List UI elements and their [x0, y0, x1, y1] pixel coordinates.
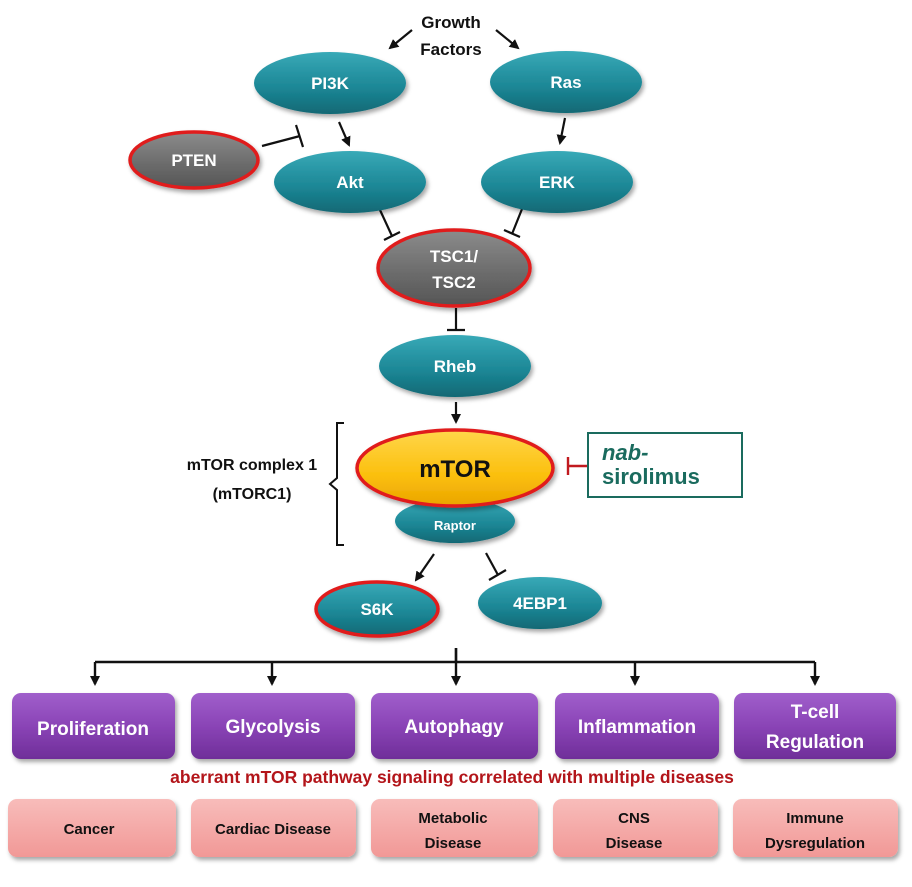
- arrow-ras-to-erk: [556, 117, 567, 145]
- drug-box: nab- sirolimus: [587, 432, 743, 498]
- drug-name: sirolimus: [602, 464, 700, 489]
- drug-prefix: nab-: [602, 440, 648, 465]
- mtorc1-bracket: [328, 422, 344, 546]
- inhibit-mtor-4ebp1: [485, 552, 507, 581]
- disease-label-metabolic-line-1: Metabolic: [418, 810, 487, 827]
- node-erk: [481, 151, 633, 213]
- node-pten-label: PTEN: [171, 151, 216, 170]
- process-label-t-cell-line-2: Regulation: [766, 732, 864, 753]
- growth-factors-line-1: Growth: [421, 13, 481, 32]
- disease-label-immune-line-1: Immune: [786, 810, 844, 827]
- inhibit-drug-mtor: [566, 457, 588, 475]
- diseases-caption: aberrant mTOR pathway signaling correlat…: [170, 767, 734, 787]
- arrow-mtor-to-s6k: [414, 553, 435, 582]
- node-mtor: [355, 428, 555, 508]
- complex-label-line-1: mTOR complex 1: [187, 457, 318, 474]
- disease-box-metabolic: [371, 799, 538, 857]
- process-label-proliferation: Proliferation: [37, 719, 149, 740]
- arrow-gf-to-pi3k: [388, 29, 413, 50]
- inhibit-tsc-rheb: [447, 308, 465, 332]
- inhibit-erk-tsc: [503, 208, 524, 239]
- disease-label-cns-line-1: CNS: [618, 810, 650, 827]
- growth-factors-line-2: Factors: [420, 40, 481, 59]
- distribution-connector: [90, 648, 820, 686]
- node-tsc-label-line-2: TSC2: [432, 273, 475, 292]
- process-box-t-cell-regulation: [734, 693, 896, 759]
- process-label-glycolysis: Glycolysis: [225, 717, 320, 738]
- arrow-gf-to-ras: [495, 29, 520, 50]
- process-label-t-cell-line-1: T-cell: [791, 702, 840, 723]
- node-s6k: [314, 580, 440, 638]
- node-rheb: [379, 335, 531, 397]
- process-label-inflammation: Inflammation: [578, 717, 696, 738]
- disease-box-cancer: [8, 799, 176, 857]
- growth-factors-label: Growth Factors: [420, 13, 481, 59]
- node-4ebp1: [478, 577, 602, 629]
- process-box-proliferation: [12, 693, 175, 759]
- node-tsc-label-line-1: TSC1/: [430, 247, 478, 266]
- complex-label-line-2: (mTORC1): [213, 486, 292, 503]
- process-box-glycolysis: [191, 693, 355, 759]
- node-s6k-label: S6K: [360, 600, 394, 619]
- node-ras-label: Ras: [550, 73, 581, 92]
- activation-arrows: [337, 29, 567, 582]
- inhibit-pten-akt: [261, 124, 305, 148]
- node-ras: [490, 51, 642, 113]
- node-akt-label: Akt: [336, 173, 364, 192]
- node-pi3k: [254, 52, 406, 114]
- node-mtor-label: mTOR: [419, 456, 491, 483]
- node-pi3k-label: PI3K: [311, 74, 350, 93]
- inhibition-lines: [261, 124, 524, 581]
- disease-label-immune-line-2: Dysregulation: [765, 835, 865, 852]
- arrow-pi3k-to-akt: [337, 121, 351, 147]
- node-4ebp1-label: 4EBP1: [513, 594, 567, 613]
- node-tsc: [376, 228, 532, 308]
- disease-label-metabolic-line-2: Disease: [425, 835, 482, 852]
- disease-box-cns: [553, 799, 718, 857]
- inhibit-akt-tsc: [379, 209, 401, 241]
- disease-boxes: Cancer Cardiac Disease Metabolic Disease…: [8, 799, 898, 857]
- node-pten: [128, 130, 260, 190]
- node-erk-label: ERK: [539, 173, 576, 192]
- process-boxes: Proliferation Glycolysis Autophagy Infla…: [12, 693, 896, 759]
- node-raptor-label: Raptor: [434, 518, 476, 533]
- disease-label-cancer: Cancer: [64, 821, 115, 838]
- node-rheb-label: Rheb: [434, 357, 477, 376]
- disease-box-cardiac: [191, 799, 356, 857]
- node-raptor: [395, 499, 515, 543]
- disease-label-cns-line-2: Disease: [606, 835, 663, 852]
- process-box-inflammation: [555, 693, 719, 759]
- node-akt: [274, 151, 426, 213]
- process-box-autophagy: [371, 693, 538, 759]
- process-label-autophagy: Autophagy: [404, 717, 504, 738]
- disease-label-cardiac: Cardiac Disease: [215, 821, 331, 838]
- disease-box-immune: [733, 799, 898, 857]
